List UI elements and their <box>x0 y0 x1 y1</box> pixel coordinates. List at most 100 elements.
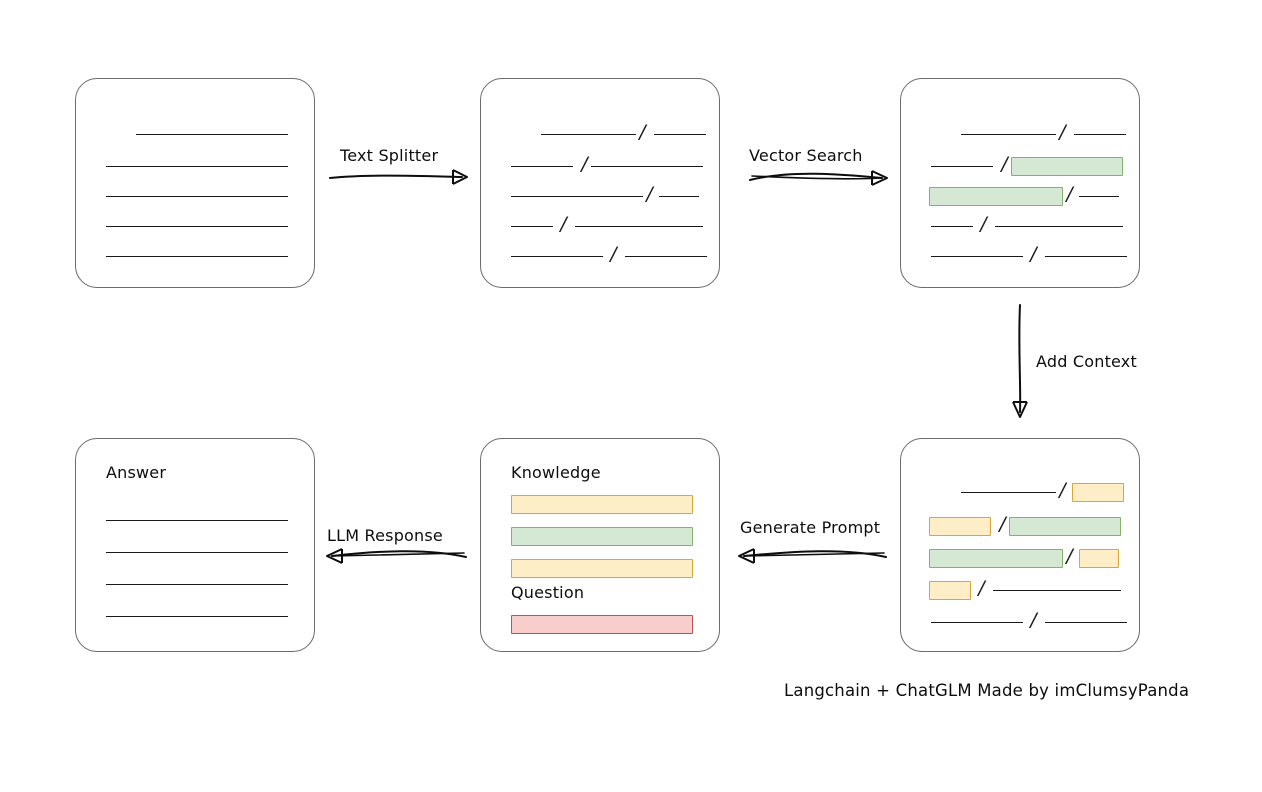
text-line <box>76 507 316 533</box>
chunk-separator-slash: / <box>1066 182 1073 205</box>
chunk-separator-slash: / <box>560 212 567 235</box>
text-line: / <box>901 479 1141 505</box>
question-label: Question <box>511 583 585 602</box>
text-rule <box>961 133 1056 135</box>
card-split-chunks[interactable]: / / / / / <box>480 78 720 288</box>
highlight-chip-yellow <box>1079 548 1119 568</box>
chunk-separator-slash: / <box>999 512 1006 535</box>
chunk-separator-slash: / <box>1030 242 1037 265</box>
text-rule <box>575 225 703 227</box>
text-rule <box>106 255 288 257</box>
split-chunks-lines: / / / / / <box>481 79 719 287</box>
footer-credit: Langchain + ChatGLM Made by imClumsyPand… <box>784 681 1190 700</box>
chunk-separator-slash: / <box>639 120 646 143</box>
knowledge-bar-yellow <box>511 559 693 578</box>
text-line <box>76 213 316 239</box>
arrow-label-vector-search: Vector Search <box>749 146 863 165</box>
text-line: / <box>901 577 1141 603</box>
prompt-context-lines: / / / / / <box>901 439 1139 651</box>
text-rule <box>931 621 1023 623</box>
highlight-chip-green <box>1009 516 1121 536</box>
text-rule <box>106 551 288 553</box>
arrow-add-context <box>1012 304 1028 418</box>
text-line: / <box>481 213 721 239</box>
text-rule <box>931 165 993 167</box>
chunk-separator-slash: / <box>1001 152 1008 175</box>
text-line: / <box>481 183 721 209</box>
text-rule <box>931 225 973 227</box>
highlight-chip-yellow <box>1072 482 1124 502</box>
matched-chunks-lines: / / / / / <box>901 79 1139 287</box>
text-rule <box>106 225 288 227</box>
knowledge-label: Knowledge <box>511 463 601 482</box>
knowledge-bars <box>481 439 719 651</box>
text-rule <box>654 133 706 135</box>
text-rule <box>591 165 703 167</box>
arrow-label-llm-response: LLM Response <box>327 526 443 545</box>
card-matched-chunks[interactable]: / / / / / <box>900 78 1140 288</box>
card-source-document[interactable] <box>75 78 315 288</box>
text-rule <box>511 195 643 197</box>
chunk-separator-slash: / <box>610 242 617 265</box>
chunk-separator-slash: / <box>1030 608 1037 631</box>
arrow-label-generate-prompt: Generate Prompt <box>740 518 881 537</box>
source-document-lines <box>76 79 314 287</box>
text-rule <box>541 133 636 135</box>
text-line: / <box>901 213 1141 239</box>
chunk-separator-slash: / <box>646 182 653 205</box>
text-rule <box>106 165 288 167</box>
text-line: / <box>901 243 1141 269</box>
text-rule <box>106 583 288 585</box>
text-line: / <box>901 153 1141 179</box>
text-rule <box>136 133 288 135</box>
text-line: / <box>481 153 721 179</box>
text-rule <box>511 225 553 227</box>
text-line <box>76 571 316 597</box>
text-rule <box>1079 195 1119 197</box>
text-rule <box>1045 255 1127 257</box>
text-rule <box>659 195 699 197</box>
text-line: / <box>901 513 1141 539</box>
knowledge-bar-green <box>511 527 693 546</box>
text-rule <box>995 225 1123 227</box>
text-rule <box>106 615 288 617</box>
arrow-llm-response <box>326 548 467 564</box>
text-line <box>76 603 316 629</box>
text-rule <box>511 165 573 167</box>
card-answer[interactable]: Answer <box>75 438 315 652</box>
text-rule <box>961 491 1056 493</box>
arrow-label-text-splitter: Text Splitter <box>340 146 439 165</box>
text-line: / <box>901 121 1141 147</box>
highlight-chip-yellow <box>929 580 971 600</box>
card-prompt-context[interactable]: / / / / / <box>900 438 1140 652</box>
chunk-separator-slash: / <box>980 212 987 235</box>
text-rule <box>1045 621 1127 623</box>
text-line: / <box>481 121 721 147</box>
text-rule <box>106 195 288 197</box>
answer-lines <box>76 439 314 651</box>
chunk-separator-slash: / <box>1059 478 1066 501</box>
answer-label: Answer <box>106 463 167 482</box>
highlight-chip-green <box>1011 156 1123 176</box>
highlight-chip-yellow <box>929 516 991 536</box>
chunk-separator-slash: / <box>581 152 588 175</box>
chunk-separator-slash: / <box>1066 544 1073 567</box>
text-line: / <box>901 609 1141 635</box>
text-rule <box>993 589 1121 591</box>
text-rule <box>511 255 603 257</box>
text-line <box>76 243 316 269</box>
question-bar-red <box>511 615 693 634</box>
highlight-chip-green <box>929 186 1063 206</box>
text-rule <box>931 255 1023 257</box>
text-line <box>76 121 316 147</box>
text-line: / <box>901 545 1141 571</box>
text-rule <box>106 519 288 521</box>
arrow-text-splitter <box>329 169 468 185</box>
chunk-separator-slash: / <box>1059 120 1066 143</box>
text-line <box>76 183 316 209</box>
arrow-generate-prompt <box>738 548 887 564</box>
card-knowledge-prompt[interactable]: Knowledge Question <box>480 438 720 652</box>
arrow-label-add-context: Add Context <box>1036 352 1137 371</box>
text-line: / <box>481 243 721 269</box>
